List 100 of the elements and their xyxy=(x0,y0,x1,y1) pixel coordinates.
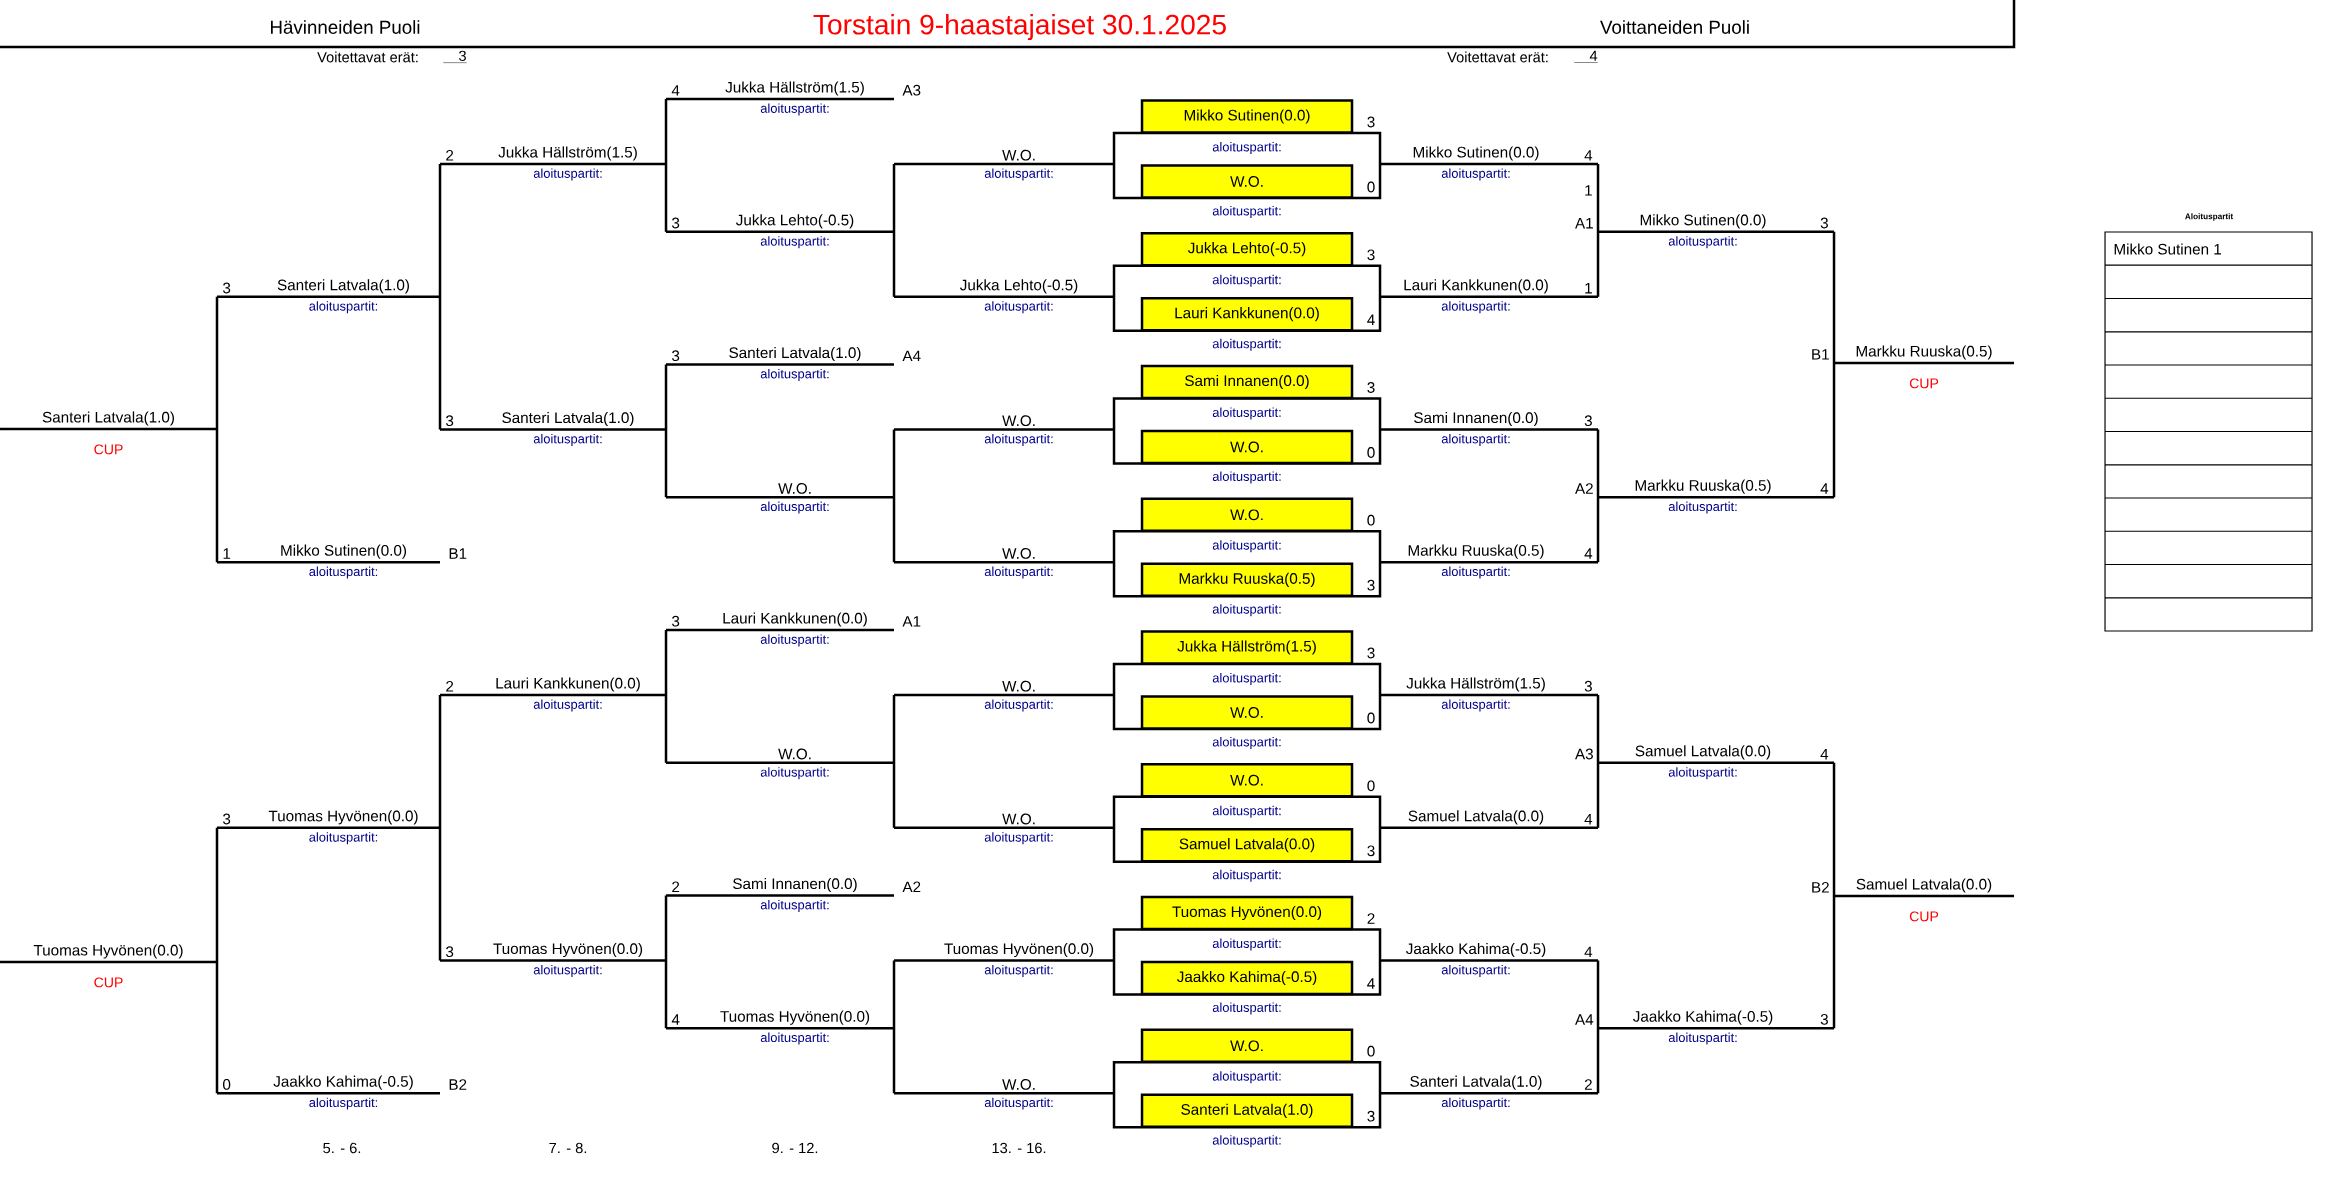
round-label: 5. - 6. xyxy=(323,1142,361,1154)
start-games-label: aloituspartit: xyxy=(984,566,1053,579)
score: 3 xyxy=(1367,1110,1375,1122)
player-name: Mikko Sutinen(0.0) xyxy=(1640,214,1766,229)
start-games-label: aloituspartit: xyxy=(1668,767,1737,780)
score: 4 xyxy=(671,85,680,96)
player-box: Lauri Kankkunen(0.0) xyxy=(1140,296,1354,332)
start-games-label: aloituspartit: xyxy=(1441,1097,1510,1110)
player-name: Jukka Hällström(1.5) xyxy=(1406,677,1545,692)
start-games-label: aloituspartit: xyxy=(984,832,1053,845)
player-box: Jaakko Kahima(-0.5) xyxy=(1140,960,1354,996)
start-games-label: aloituspartit: xyxy=(1441,168,1510,181)
player-box: W.O. xyxy=(1140,762,1354,798)
match-code: A1 xyxy=(1575,217,1593,229)
start-games-label: aloituspartit: xyxy=(760,767,829,780)
games-to-win-label: Voitettavat erät: xyxy=(317,51,418,63)
player-name: Markku Ruuska(0.5) xyxy=(1856,345,1992,360)
table-heading: Aloituspartit xyxy=(2185,213,2234,221)
score: 2 xyxy=(446,149,454,161)
start-games-label: aloituspartit: xyxy=(760,899,829,912)
start-games-label: aloituspartit: xyxy=(760,501,829,514)
player-name: W.O. xyxy=(1002,1079,1035,1090)
score: 3 xyxy=(672,217,680,229)
start-games-label: aloituspartit: xyxy=(1212,407,1281,420)
player-box: Samuel Latvala(0.0) xyxy=(1140,827,1354,863)
score: 4 xyxy=(1820,748,1829,760)
cup-label: CUP xyxy=(1909,378,1939,389)
start-games-label: aloituspartit: xyxy=(533,433,602,446)
player-box: W.O. xyxy=(1140,164,1354,199)
start-games-label: aloituspartit: xyxy=(1212,540,1281,553)
player-name: W.O. xyxy=(778,748,811,760)
start-games-label: aloituspartit: xyxy=(1441,566,1510,579)
player-name: Mikko Sutinen(0.0) xyxy=(281,544,407,559)
score: 4 xyxy=(671,1014,680,1025)
start-games-label: aloituspartit: xyxy=(533,168,602,181)
start-games-label: aloituspartit: xyxy=(1668,236,1737,249)
start-games-label: aloituspartit: xyxy=(1668,501,1737,514)
score: 3 xyxy=(1820,217,1828,229)
match-code: B2 xyxy=(449,1079,467,1090)
player-name: Jaakko Kahima(-0.5) xyxy=(273,1075,413,1090)
start-games-label: aloituspartit: xyxy=(760,1032,829,1045)
player-name: Samuel Latvala(0.0) xyxy=(1408,810,1544,825)
score: 3 xyxy=(1367,116,1375,128)
start-games-label: aloituspartit: xyxy=(984,301,1053,314)
player-name: Jukka Lehto(-0.5) xyxy=(960,279,1078,294)
player-name: Lauri Kankkunen(0.0) xyxy=(1404,279,1548,294)
player-name: Tuomas Hyvönen(0.0) xyxy=(720,1010,870,1025)
title: Torstain 9-haastajaiset 30.1.2025 xyxy=(813,13,1226,41)
score: 3 xyxy=(1367,382,1375,393)
player-name: Jukka Hällström(1.5) xyxy=(725,81,864,96)
start-games-label: aloituspartit: xyxy=(984,1097,1053,1110)
start-games-label: aloituspartit: xyxy=(1668,1032,1737,1045)
score: 4 xyxy=(1367,314,1375,326)
player-name: Lauri Kankkunen(0.0) xyxy=(723,612,867,627)
score: 3 xyxy=(672,615,680,627)
score: 3 xyxy=(223,282,231,294)
player-name: W.O. xyxy=(778,483,811,494)
start-games-label: aloituspartit: xyxy=(309,832,378,845)
player-box: Jukka Hällström(1.5) xyxy=(1140,630,1354,665)
match-code: B2 xyxy=(1812,881,1829,893)
score: 0 xyxy=(1367,1045,1375,1057)
score: 4 xyxy=(1584,548,1593,559)
player-name: Tuomas Hyvönen(0.0) xyxy=(268,810,418,825)
start-games-label: aloituspartit: xyxy=(984,168,1053,181)
player-name: Santeri Latvala(1.0) xyxy=(42,411,174,426)
player-name: Santeri Latvala(1.0) xyxy=(729,346,861,362)
player-name: Samuel Latvala(0.0) xyxy=(1635,745,1771,760)
player-box: Santeri Latvala(1.0) xyxy=(1140,1093,1354,1129)
score: 2 xyxy=(1584,1079,1592,1090)
score: 2 xyxy=(446,680,454,692)
player-box: Markku Ruuska(0.5) xyxy=(1140,562,1354,598)
match-code: B1 xyxy=(1812,349,1829,360)
start-games-label: aloituspartit: xyxy=(1212,938,1281,951)
start-games-label: aloituspartit: xyxy=(1212,1135,1281,1148)
score: 0 xyxy=(1367,712,1375,724)
score: 4 xyxy=(1584,813,1593,825)
cup-label: CUP xyxy=(94,444,123,455)
start-games-label: aloituspartit: xyxy=(1212,142,1281,154)
player-box: Jukka Lehto(-0.5) xyxy=(1140,231,1354,267)
player-name: Samuel Latvala(0.0) xyxy=(1856,878,1992,893)
start-games-label: aloituspartit: xyxy=(1212,1071,1281,1084)
match-code: A3 xyxy=(902,84,921,96)
start-games-label: aloituspartit: xyxy=(760,103,829,116)
start-games-label: aloituspartit: xyxy=(1212,604,1281,617)
player-name: W.O. xyxy=(1002,149,1035,161)
match-code: A4 xyxy=(902,350,921,362)
start-games-label: aloituspartit: xyxy=(760,368,829,381)
score: 3 xyxy=(672,350,680,362)
match-code: A4 xyxy=(1575,1014,1594,1025)
player-name: Markku Ruuska(0.5) xyxy=(1635,479,1771,494)
score: 3 xyxy=(446,946,454,958)
player-box: Mikko Sutinen(0.0) xyxy=(1140,99,1354,134)
score: 0 xyxy=(1367,514,1375,526)
table-cell: Mikko Sutinen 1 xyxy=(2114,243,2222,255)
start-games-label: aloituspartit: xyxy=(1212,274,1281,287)
section-heading: Voittaneiden Puoli xyxy=(1600,20,1749,34)
player-box: W.O. xyxy=(1140,695,1354,730)
score: 4 xyxy=(1820,483,1829,494)
player-name: Jaakko Kahima(-0.5) xyxy=(1633,1010,1773,1025)
player-name: Sami Innanen(0.0) xyxy=(1414,411,1538,427)
